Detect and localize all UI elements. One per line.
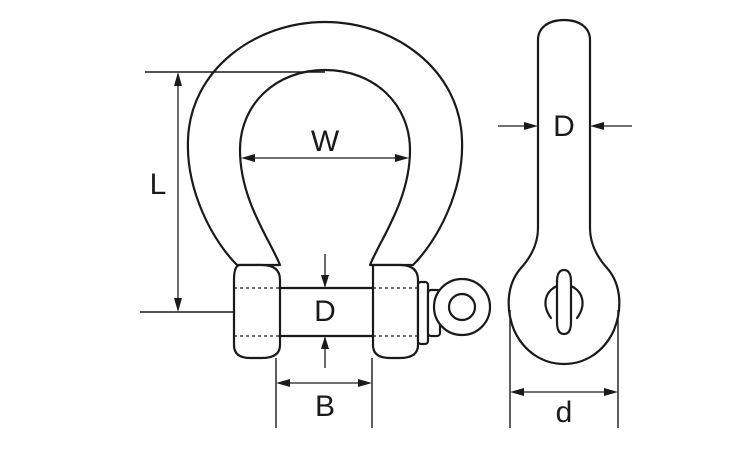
shackle-side-view: D d bbox=[498, 18, 632, 429]
l-label: L bbox=[150, 168, 167, 201]
w-arrow-left bbox=[241, 154, 255, 162]
d-eye-arrow-left bbox=[510, 388, 524, 396]
l-arrow-top bbox=[174, 72, 182, 86]
d-pin-arrow-bottom bbox=[321, 336, 329, 349]
b-arrow-left bbox=[276, 379, 290, 387]
d-pin-label: D bbox=[314, 295, 336, 328]
shackle-left-ear bbox=[232, 263, 282, 360]
w-arrow-right bbox=[395, 154, 409, 162]
pin-slot bbox=[555, 268, 573, 336]
shackle-bow bbox=[186, 20, 464, 267]
d-eye-arrow-right bbox=[604, 388, 618, 396]
b-arrow-right bbox=[358, 379, 372, 387]
w-label: W bbox=[311, 125, 340, 158]
shackle-front-view: L W D B bbox=[140, 20, 492, 428]
b-label: B bbox=[315, 390, 335, 423]
shackle-side-profile bbox=[507, 18, 621, 366]
l-arrow-bottom bbox=[174, 298, 182, 312]
d-pin-arrow-top bbox=[321, 275, 329, 288]
d-side-arrow-right bbox=[590, 122, 604, 130]
pin-eye-inner bbox=[447, 292, 477, 322]
pin-head-arc-left bbox=[544, 284, 559, 320]
pin-collar bbox=[416, 280, 430, 346]
shackle-right-ear bbox=[371, 263, 420, 360]
pin-head-arc-right bbox=[569, 284, 584, 320]
d-side-label: D bbox=[553, 110, 575, 143]
d-eye-label: d bbox=[556, 396, 573, 429]
d-side-arrow-left bbox=[524, 122, 538, 130]
